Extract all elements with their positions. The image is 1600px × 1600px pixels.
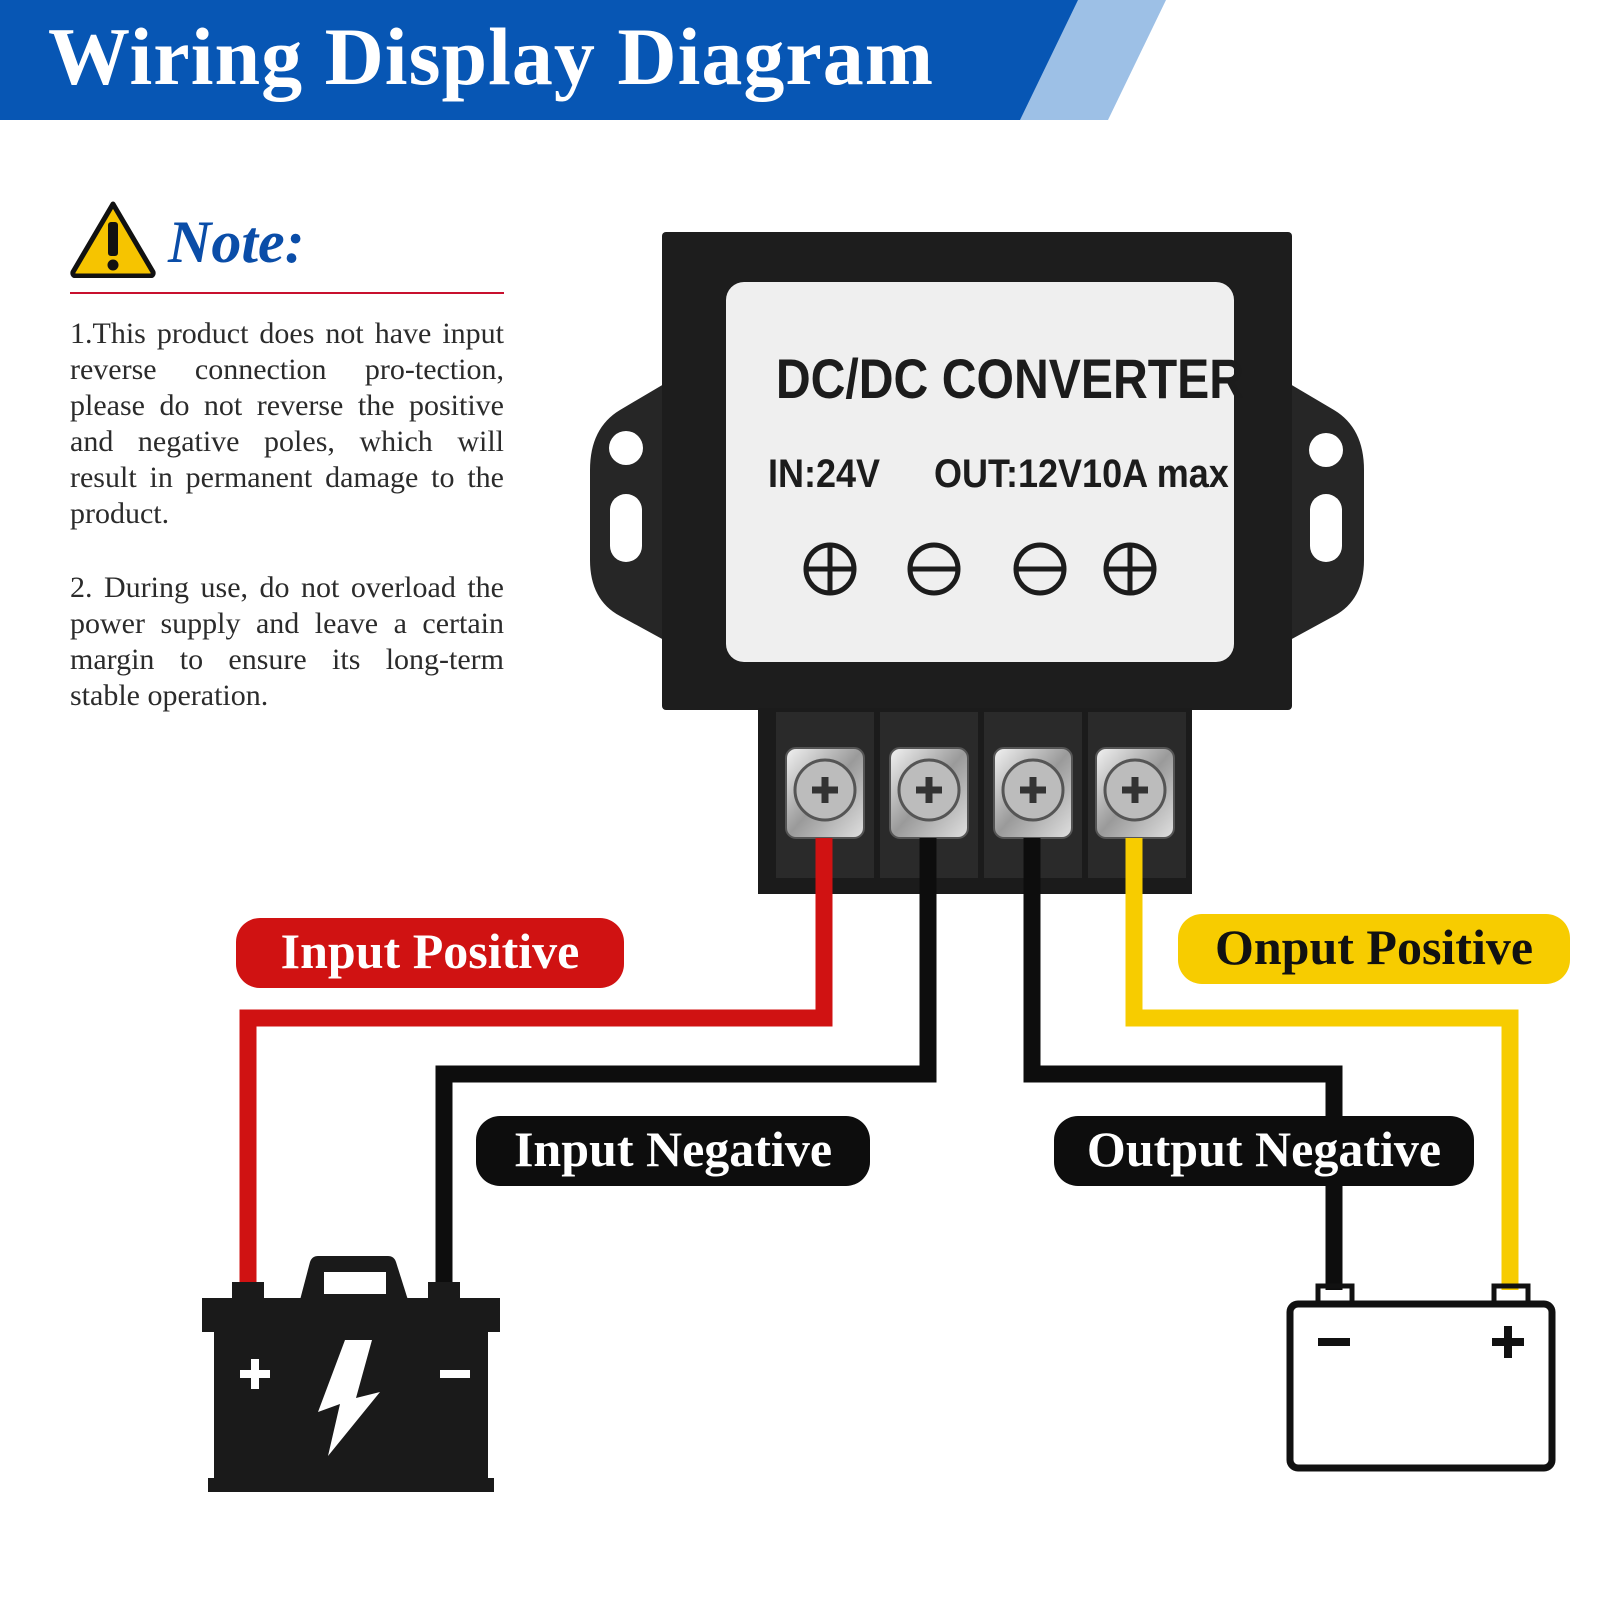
header-bar — [0, 0, 1600, 120]
label-input-negative: Input Negative — [476, 1116, 870, 1186]
battery-outline-icon — [1286, 1283, 1556, 1472]
mounting-flange-left — [590, 384, 664, 640]
note-item-2: 2. During use, do not overload the power… — [70, 571, 504, 712]
converter-input-spec: IN:24V — [768, 452, 881, 496]
terminal-symbols — [803, 542, 1157, 596]
plus-circle-icon — [1103, 542, 1157, 596]
note-item-1: 1.This product does not have input rever… — [70, 317, 504, 530]
label-output-negative: Output Negative — [1054, 1116, 1474, 1186]
converter-title: DC/DC CONVERTER — [775, 347, 1245, 410]
minus-circle-icon — [907, 542, 961, 596]
terminal-screws — [785, 747, 1175, 839]
page-title: Wiring Display Diagram — [48, 11, 935, 102]
wire-output-negative — [1023, 838, 1343, 1290]
mounting-flange-right — [1290, 384, 1364, 640]
note-divider — [70, 292, 504, 294]
minus-circle-icon — [1013, 542, 1067, 596]
screw-icon — [1095, 747, 1175, 839]
wire-input-positive — [239, 838, 833, 1282]
lightning-bolt-icon — [318, 1340, 380, 1456]
label-output-positive: Onput Positive — [1178, 914, 1570, 984]
screw-icon — [889, 747, 969, 839]
wire-output-positive — [1125, 838, 1519, 1290]
label-input-positive: Input Positive — [236, 918, 624, 988]
plus-circle-icon — [803, 542, 857, 596]
warning-triangle-icon — [70, 201, 156, 278]
screw-icon — [785, 747, 865, 839]
note-heading: Note: — [168, 209, 305, 275]
wire-input-negative — [435, 838, 937, 1282]
converter-output-spec: OUT:12V10A max — [934, 452, 1229, 496]
car-battery-icon — [202, 1256, 500, 1492]
screw-icon — [993, 747, 1073, 839]
